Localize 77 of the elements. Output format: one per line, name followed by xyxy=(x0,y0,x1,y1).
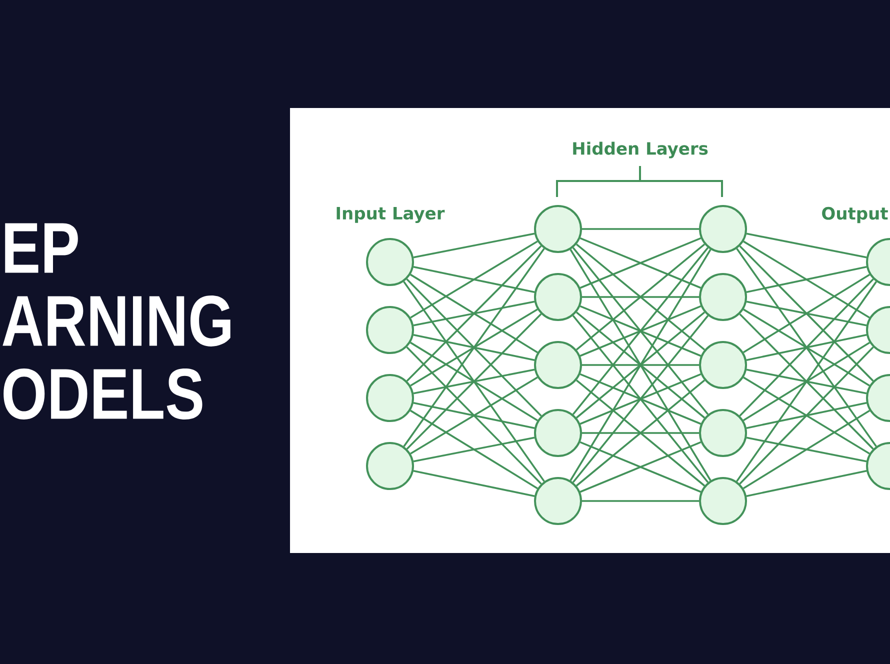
crossing-lines xyxy=(579,441,702,493)
connection-line xyxy=(746,368,867,394)
neuron-circle xyxy=(366,442,414,490)
connection-line xyxy=(410,308,538,386)
connection-line xyxy=(582,432,699,434)
connection-line xyxy=(746,266,867,293)
neuron-circle xyxy=(866,306,890,354)
neuron-circle xyxy=(534,477,582,525)
layer-label: Input Layer xyxy=(336,206,445,224)
connection-line xyxy=(413,470,535,497)
layer-label: Hidden Layers xyxy=(573,142,708,158)
connection-line xyxy=(410,410,538,490)
connection-line xyxy=(413,334,535,361)
connection-line xyxy=(406,313,542,450)
neuron-circle xyxy=(534,273,582,321)
connection-line xyxy=(406,245,542,382)
connection-line xyxy=(742,410,870,490)
neuron-circle xyxy=(866,238,890,286)
connection-line xyxy=(406,278,542,417)
connection-line xyxy=(746,334,867,361)
crossing-lines xyxy=(576,243,706,351)
connection-line xyxy=(406,346,542,485)
connection-line xyxy=(413,436,535,462)
crossing-lines xyxy=(579,237,702,289)
neuron-circle xyxy=(534,341,582,389)
connection-line xyxy=(746,436,867,462)
crossing-lines xyxy=(572,246,709,416)
neuron-circle xyxy=(366,238,414,286)
neuron-circle xyxy=(534,205,582,253)
neuron-circle xyxy=(699,341,747,389)
neuron-circle xyxy=(366,306,414,354)
neuron-circle xyxy=(699,205,747,253)
connection-line xyxy=(413,368,535,394)
crossing-lines xyxy=(576,311,706,419)
connection-line xyxy=(582,296,699,298)
connection-line xyxy=(739,245,874,382)
connection-line xyxy=(743,376,870,454)
crossing-lines xyxy=(579,305,702,357)
connection-line xyxy=(743,240,870,318)
connection-line xyxy=(746,470,867,497)
connection-line xyxy=(410,376,538,454)
connection-line xyxy=(413,232,535,258)
connection-line xyxy=(736,248,877,447)
connection-line xyxy=(746,402,867,429)
connection-line xyxy=(582,228,699,230)
crossing-lines xyxy=(579,373,702,425)
connection-line xyxy=(582,500,699,502)
connection-line xyxy=(403,281,545,482)
connection-line xyxy=(739,346,874,484)
connection-line xyxy=(582,364,699,366)
neuron-circle xyxy=(699,477,747,525)
connection-line xyxy=(739,313,874,450)
connection-line xyxy=(746,232,867,258)
connection-line xyxy=(413,266,535,293)
connection-line xyxy=(410,342,538,422)
connection-line xyxy=(746,300,867,326)
neuron-circle xyxy=(699,273,747,321)
neuron-circle xyxy=(366,374,414,422)
connection-line xyxy=(742,342,870,422)
neuron-circle xyxy=(699,409,747,457)
neuron-circle xyxy=(866,374,890,422)
crossing-lines xyxy=(576,379,706,487)
crossing-lines xyxy=(570,248,712,482)
connection-line xyxy=(739,278,874,416)
connection-line xyxy=(743,308,870,386)
connection-line xyxy=(410,240,538,318)
title: EP ARNING ODELS xyxy=(2,223,230,420)
connection-line xyxy=(403,248,545,447)
connection-line xyxy=(410,274,538,354)
connection-line xyxy=(742,274,870,354)
neuron-circle xyxy=(534,409,582,457)
neuron-circle xyxy=(866,442,890,490)
layer-label: Output xyxy=(822,206,888,224)
connection-line xyxy=(413,300,535,326)
connection-line xyxy=(413,402,535,429)
crossing-lines xyxy=(572,314,709,484)
connection-line xyxy=(736,281,877,482)
